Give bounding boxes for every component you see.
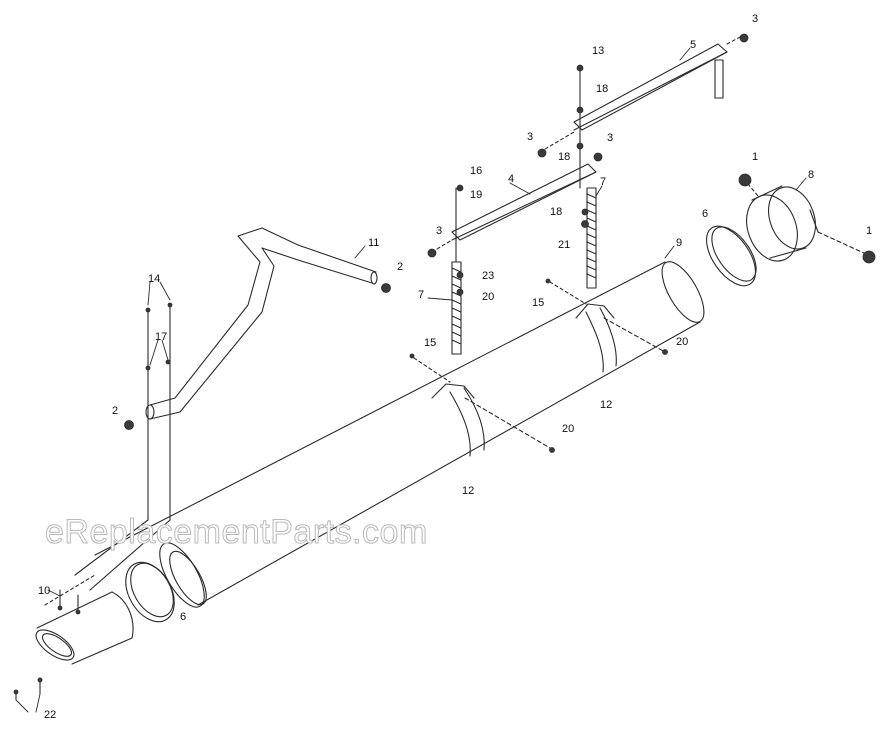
callout-18-right: 18 [550, 206, 562, 218]
screw-14a [145, 307, 151, 313]
callout-2-right: 2 [397, 261, 403, 273]
screw-10a [57, 605, 63, 611]
tube-strap-right [575, 303, 617, 373]
callout-3-mid: 3 [527, 131, 533, 143]
nut-3-left [427, 248, 437, 258]
screw-17b [165, 359, 171, 365]
callout-18-mid: 18 [558, 151, 570, 163]
callout-17: 17 [155, 331, 167, 343]
nut-20-spring [456, 288, 464, 296]
watermark-text: eReplacementParts.com [45, 513, 428, 551]
callout-6-left: 6 [180, 611, 186, 623]
nut-20-right [662, 349, 668, 355]
screw-22b [37, 677, 43, 683]
washer-18-mid [576, 142, 584, 150]
nut-21 [581, 220, 589, 228]
hose-clamp-right [706, 225, 757, 287]
washer-18-right [581, 208, 589, 216]
nut-3-top [739, 33, 749, 43]
leader-lines [15, 47, 807, 713]
washer-18-top [576, 106, 584, 114]
callout-4: 4 [508, 173, 514, 185]
callout-1-top: 1 [752, 151, 758, 163]
tube-strap-left [431, 383, 485, 457]
nut-23 [456, 271, 464, 279]
callout-21: 21 [558, 239, 570, 251]
callout-7-right: 7 [600, 176, 606, 188]
callout-9: 9 [676, 237, 682, 249]
callout-6-right: 6 [702, 208, 708, 220]
nut-20-center [549, 447, 555, 453]
bolt-13-head [576, 64, 584, 72]
main-tube [94, 261, 705, 608]
callout-3-mid-right: 3 [607, 132, 613, 144]
spring-right [586, 187, 597, 289]
callout-2-left: 2 [112, 405, 118, 417]
screw-17a [145, 365, 151, 371]
callout-3-top: 3 [752, 13, 758, 25]
callout-1-right: 1 [866, 225, 872, 237]
callout-12-left: 12 [462, 485, 474, 497]
support-arm-upper [573, 43, 728, 131]
nut-3-mid [537, 148, 547, 158]
callout-12-right: 12 [600, 399, 612, 411]
callout-20-center: 20 [562, 423, 574, 435]
callout-11: 11 [368, 237, 379, 249]
knob-1-top [738, 173, 752, 187]
handle-tube [145, 227, 378, 420]
callout-16: 16 [470, 165, 482, 177]
callout-15-right: 15 [532, 297, 544, 309]
screw-14b [167, 302, 173, 308]
callout-14: 14 [148, 273, 160, 285]
callout-19: 19 [470, 189, 482, 201]
support-arm-lower [451, 163, 597, 241]
callout-5: 5 [690, 39, 696, 51]
callout-22: 22 [44, 709, 56, 721]
callout-18-top: 18 [596, 83, 608, 95]
screw-15-right [545, 278, 551, 284]
callout-8: 8 [808, 169, 814, 181]
callout-20-spring: 20 [482, 291, 494, 303]
nut-3-mid-right [593, 152, 603, 162]
callout-10: 10 [38, 585, 50, 597]
callout-15-left: 15 [424, 337, 436, 349]
callout-20-right: 20 [676, 336, 688, 348]
bolt-16-head [456, 184, 464, 192]
hose-clamp-left [125, 561, 175, 623]
screw-10b [75, 609, 81, 615]
knob-1-right [862, 250, 876, 264]
front-chute [35, 574, 134, 665]
nut-2-left [124, 420, 134, 430]
callout-7-left: 7 [418, 289, 424, 301]
screw-22a [13, 689, 19, 695]
rear-adapter [746, 183, 867, 262]
callout-23: 23 [482, 270, 494, 282]
callout-13: 13 [592, 45, 604, 57]
bolt-lines [15, 35, 743, 701]
callout-3-left: 3 [436, 225, 442, 237]
nut-2-right [381, 283, 391, 293]
screw-15-left [409, 353, 415, 359]
